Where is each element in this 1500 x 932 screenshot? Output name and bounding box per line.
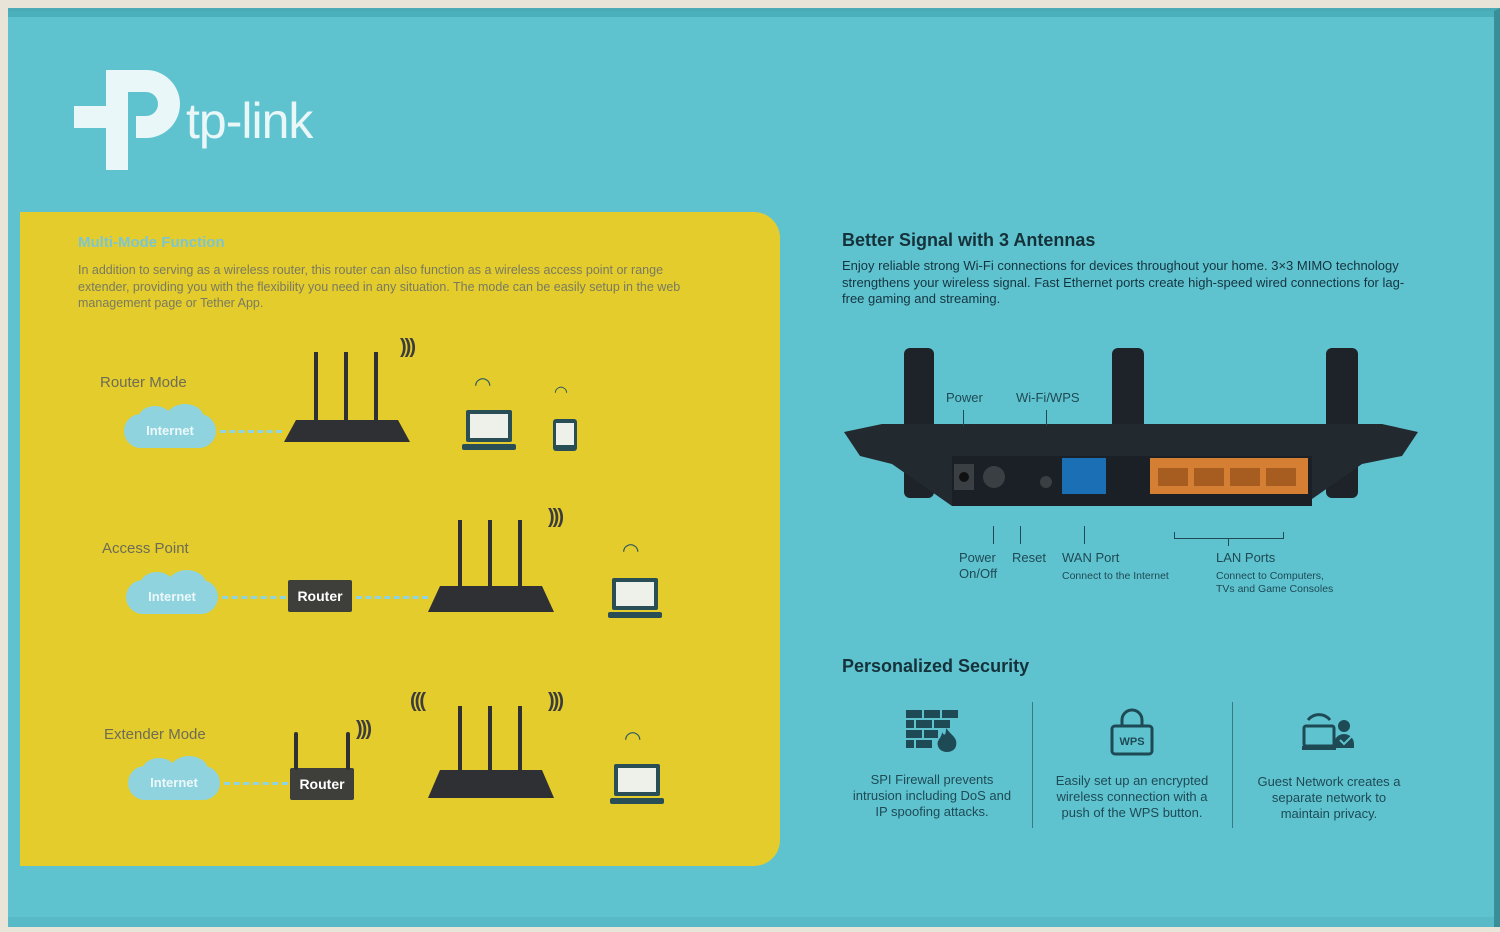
multi-mode-title: Multi-Mode Function [78,234,225,251]
power-label: Power [946,390,983,405]
laptop-icon [610,764,664,804]
internet-cloud: Internet [126,570,218,614]
security-title: Personalized Security [842,656,1030,676]
signal-waves-icon: ))) [548,690,564,712]
lan-bracket [1174,532,1284,539]
wifi-icon: ◠ [624,728,642,750]
wifi-icon: ◠ [622,540,640,562]
laptop-icon [608,578,662,618]
firewall-text: SPI Firewall prevents intrusion includin… [852,772,1012,819]
signal-waves-icon: ((( [410,690,426,712]
signal-title: Better Signal with 3 Antennas [842,230,1096,250]
signal-description: Enjoy reliable strong Wi-Fi connections … [842,258,1405,306]
wps-text: Easily set up an encrypted wireless conn… [1055,773,1209,820]
tablet-icon [553,419,577,451]
guest-network-icon [1302,713,1354,750]
router-box: Router [288,580,352,612]
tick [1084,526,1085,544]
tick [1046,410,1047,426]
dashed-link [224,782,288,785]
brand-wordmark: tp-link [186,93,313,149]
signal-waves-icon: ))) [548,506,564,528]
router-box: Router [290,732,354,800]
router-icon [428,520,554,612]
router-icon [284,352,410,442]
tick [1228,538,1229,546]
dashed-link [222,596,286,599]
wifi-icon: ◠ [554,384,568,401]
signal-waves-icon: ))) [356,718,372,740]
tick [993,526,994,544]
reset-label: Reset [1012,550,1046,565]
power-onoff-label: Power On/Off [959,550,998,581]
wps-badge: WPS [1119,736,1144,748]
guest-network-text: Guest Network creates a separate network… [1257,774,1401,821]
multi-mode-description: In addition to serving as a wireless rou… [78,263,681,310]
router-icon [428,706,554,798]
laptop-icon [462,410,516,450]
tick [1020,526,1021,544]
router-back-panel-icon [844,348,1418,506]
wifi-wps-label: Wi-Fi/WPS [1016,390,1080,405]
lan-ports-sublabel: Connect to Computers, TVs and Game Conso… [1216,570,1334,595]
dashed-link [356,596,428,599]
access-point-label: Access Point [102,540,189,557]
divider [1232,702,1233,828]
firewall-icon [906,710,958,752]
internet-cloud: Internet [124,404,216,448]
multi-mode-panel [20,212,780,866]
divider [1032,702,1033,828]
wan-port-sublabel: Connect to the Internet [1062,570,1169,582]
lock-wps-icon: WPS [1110,708,1154,756]
router-mode-label: Router Mode [100,374,187,391]
internet-cloud: Internet [128,756,220,800]
dashed-link [220,430,282,433]
tp-link-logo-icon [74,70,180,170]
tick [963,410,964,426]
extender-mode-label: Extender Mode [104,726,206,743]
wifi-icon: ◠ [474,374,492,396]
signal-waves-icon: ))) [400,336,416,358]
wan-port-label: WAN Port [1062,550,1120,565]
lan-ports-label: LAN Ports [1216,550,1276,565]
